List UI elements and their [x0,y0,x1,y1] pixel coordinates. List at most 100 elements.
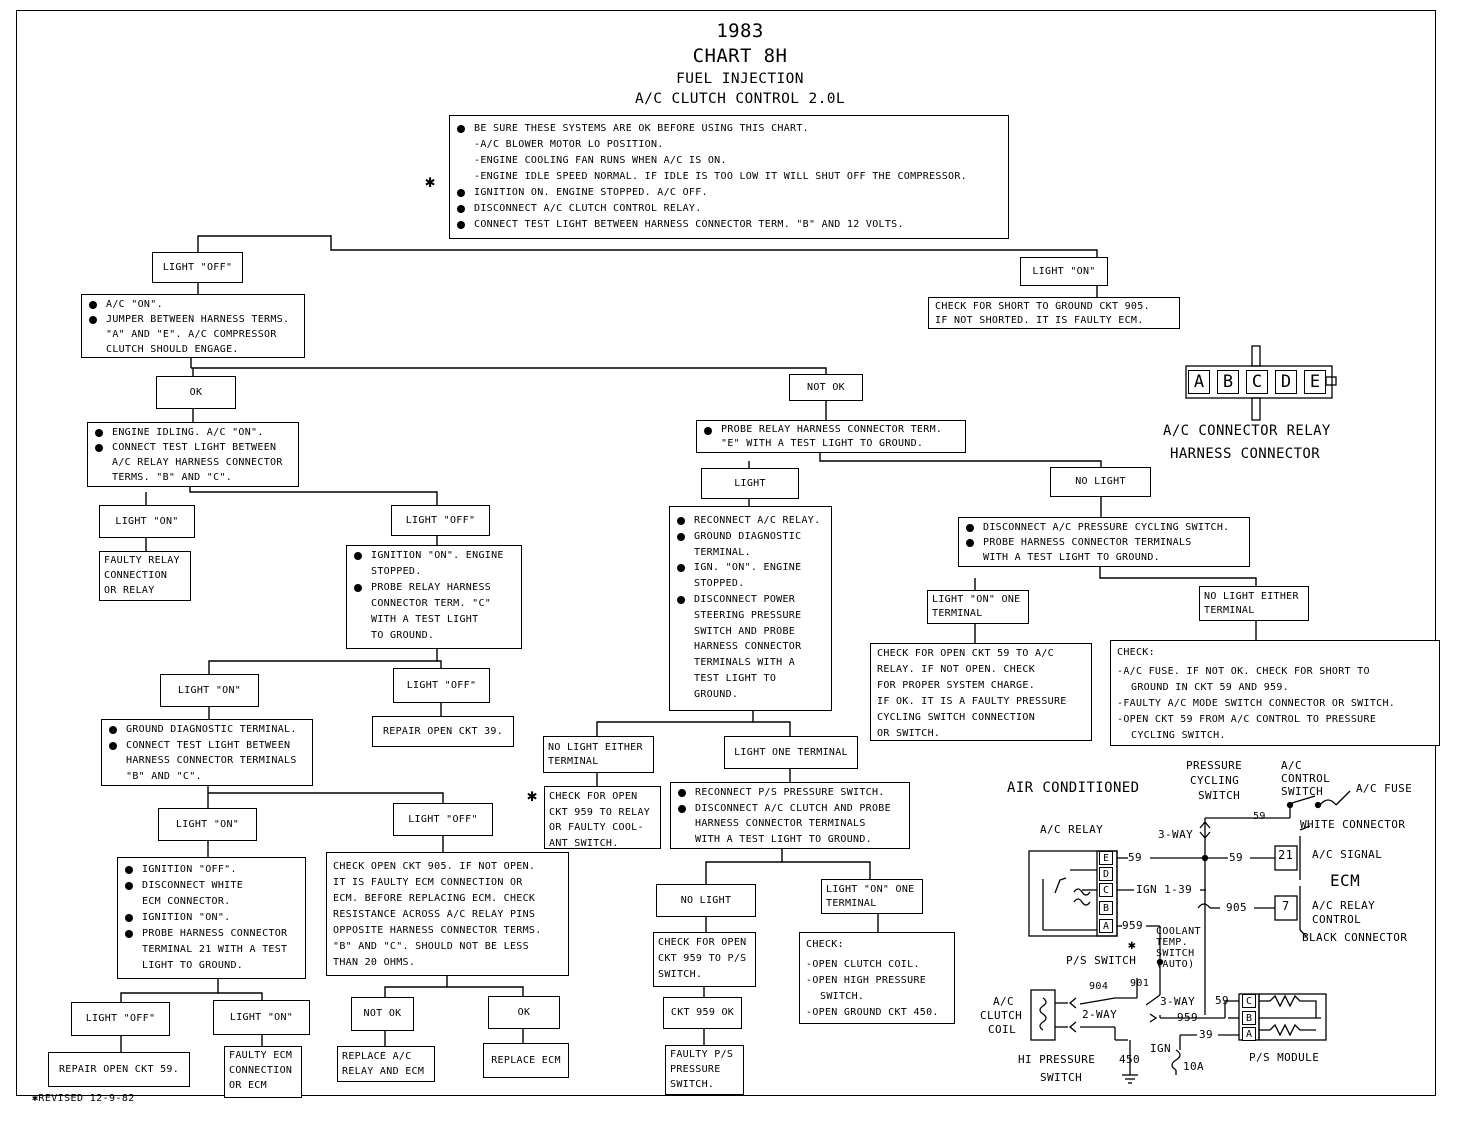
node-reconnect-ps: RECONNECT P/S PRESSURE SWITCH. DISCONNEC… [670,782,910,849]
two-way-label: 2-WAY [1082,1008,1118,1021]
box-line: IT IS FAULTY ECM CONNECTION OR [333,877,523,888]
box-line: TERMINAL. [694,546,751,558]
ac-relay-label: A/C RELAY [1040,823,1104,836]
wire-450-label: 450 [1119,1053,1141,1066]
node-engine-idling: ENGINE IDLING. A/C "ON". CONNECT TEST LI… [87,422,299,487]
box-line: CONNECT TEST LIGHT BETWEEN [108,738,306,754]
connector-pin-a: A [1188,370,1210,394]
white-connector-label: WHITE CONNECTOR [1300,818,1406,831]
box-line: -FAULTY A/C MODE SWITCH CONNECTOR OR SWI… [1117,698,1396,709]
page-border [16,10,1436,1096]
intro-line: -ENGINE COOLING FAN RUNS WHEN A/C IS ON. [474,155,727,166]
pcs-label: PRESSURE [1186,759,1243,772]
box-line: JUMPER BETWEEN HARNESS TERMS. [88,312,298,327]
box-line: DISCONNECT POWER [676,592,825,608]
box-line: "B" AND "C". SHOULD NOT BE LESS [333,941,529,952]
node-no-light: NO LIGHT [1050,467,1151,497]
box-line: -OPEN CLUTCH COIL. [806,959,920,970]
coolant-label: TEMP. [1156,937,1189,948]
connector-caption: A/C CONNECTOR RELAY [1163,423,1331,439]
pcs-label: SWITCH [1198,789,1241,802]
box-line: SWITCH. [820,991,865,1002]
box-line: IGNITION "OFF". [124,862,299,878]
node-replace-ecm: REPLACE ECM [483,1043,569,1078]
connector-pin-d: D [1275,370,1297,394]
box-line: PRESSURE [670,1064,721,1075]
box-line: PROBE RELAY HARNESS [353,580,515,596]
asterisk-mark: ✱ [527,786,538,806]
node-light-off: LIGHT "OFF" [391,505,490,536]
box-line: ANT SWITCH. [549,837,619,849]
ecm-pin-21: 21 [1278,848,1294,862]
box-line: SWITCH. [670,1079,715,1090]
node-light-on: LIGHT "ON" [213,1000,310,1035]
box-line: HARNESS CONNECTOR [694,641,802,653]
box-line: CYCLING SWITCH CONNECTION [877,712,1036,723]
box-line: CONNECT TEST LIGHT BETWEEN [94,440,292,455]
relay-pin-c: C [1099,883,1113,897]
box-line: CONNECTOR TERM. "C" [371,598,492,609]
ps-pin-c: C [1242,994,1256,1008]
box-line: PROBE RELAY HARNESS CONNECTOR TERM. [703,423,959,437]
box-line: IGNITION "ON". [124,910,299,926]
box-line: STOPPED. [371,566,422,577]
box-line: "E" WITH A TEST LIGHT TO GROUND. [721,438,924,449]
box-line: CONNECTION [104,570,168,581]
ecm-label: ECM [1330,871,1361,890]
box-line: CHECK OPEN CKT 905. IF NOT OPEN. [333,861,536,872]
node-ckt-959-ok: CKT 959 OK [663,997,742,1029]
box-line: REPLACE A/C [342,1051,412,1062]
wire-901-label: 901 [1130,978,1150,989]
node-light: LIGHT [701,468,799,499]
fuse-10a-label: 10A [1183,1060,1205,1073]
control-switch-label: CONTROL [1281,772,1331,785]
node-light-off: LIGHT "OFF" [393,668,490,703]
node-check-open-959-relay: CHECK FOR OPEN CKT 959 TO RELAY OR FAULT… [544,786,661,849]
relay-control-label: A/C RELAY [1312,899,1376,912]
box-line: ECM. BEFORE REPLACING ECM. CHECK [333,893,536,904]
node-light-on: LIGHT "ON" [99,505,195,538]
box-line: DISCONNECT A/C CLUTCH AND PROBE [677,801,903,817]
box-line: GROUND. [694,688,739,700]
box-line: OR SWITCH. [877,728,941,739]
hi-pressure-switch-label: HI PRESSURE [1018,1053,1096,1066]
box-line: CHECK FOR SHORT TO GROUND CKT 905. [935,301,1150,312]
node-check-open-959-ps: CHECK FOR OPEN CKT 959 TO P/S SWITCH. [653,932,756,987]
box-line: IF OK. IT IS A FAULTY PRESSURE [877,696,1067,707]
intro-line: -A/C BLOWER MOTOR LO POSITION. [474,139,664,150]
box-line: GROUND DIAGNOSTIC [676,529,825,545]
box-line: TERMINAL 21 WITH A TEST [142,944,288,955]
box-line: STEERING PRESSURE [694,609,802,621]
box-line: FAULTY P/S [670,1049,734,1060]
box-line: SWITCH. [658,969,703,980]
coolant-label: COOLANT [1156,926,1201,937]
node-not-ok: NOT OK [351,997,414,1031]
intro-line: IGNITION ON. ENGINE STOPPED. A/C OFF. [456,185,1002,201]
connector-caption: HARNESS CONNECTOR [1170,446,1321,462]
three-way-label: 3-WAY [1158,828,1194,841]
node-ok: OK [156,376,236,409]
box-line: SWITCH AND PROBE [694,625,796,637]
chart-year: 1983 [716,20,764,42]
asterisk-mark: ✱ [1128,938,1136,953]
box-line: CHECK FOR OPEN [658,937,747,948]
box-line: STOPPED. [694,578,745,590]
node-check-clutch: CHECK: -OPEN CLUTCH COIL. -OPEN HIGH PRE… [799,932,955,1024]
ac-signal-label: A/C SIGNAL [1312,848,1383,861]
box-line: LIGHT TO GROUND. [142,960,244,971]
node-no-light-either-terminal: NO LIGHT EITHER TERMINAL [1199,586,1309,621]
box-line: CHECK: [1117,647,1155,658]
box-line: FAULTY RELAY [104,555,180,566]
relay-control-label: CONTROL [1312,913,1362,926]
ps-pin-a: A [1242,1027,1256,1041]
node-check-open-905: CHECK OPEN CKT 905. IF NOT OPEN. IT IS F… [326,852,569,976]
wire-59-label: 59 [1128,851,1143,864]
box-line: CHECK: [806,939,844,950]
box-line: FOR PROPER SYSTEM CHARGE. [877,680,1036,691]
box-line: OR FAULTY COOL- [549,822,644,833]
box-line: RELAY AND ECM [342,1066,425,1077]
node-repair-open-ckt-59: REPAIR OPEN CKT 59. [48,1052,190,1087]
box-line: CONNECTION [229,1065,293,1076]
node-reconnect-relay: RECONNECT A/C RELAY. GROUND DIAGNOSTIC T… [669,506,832,711]
